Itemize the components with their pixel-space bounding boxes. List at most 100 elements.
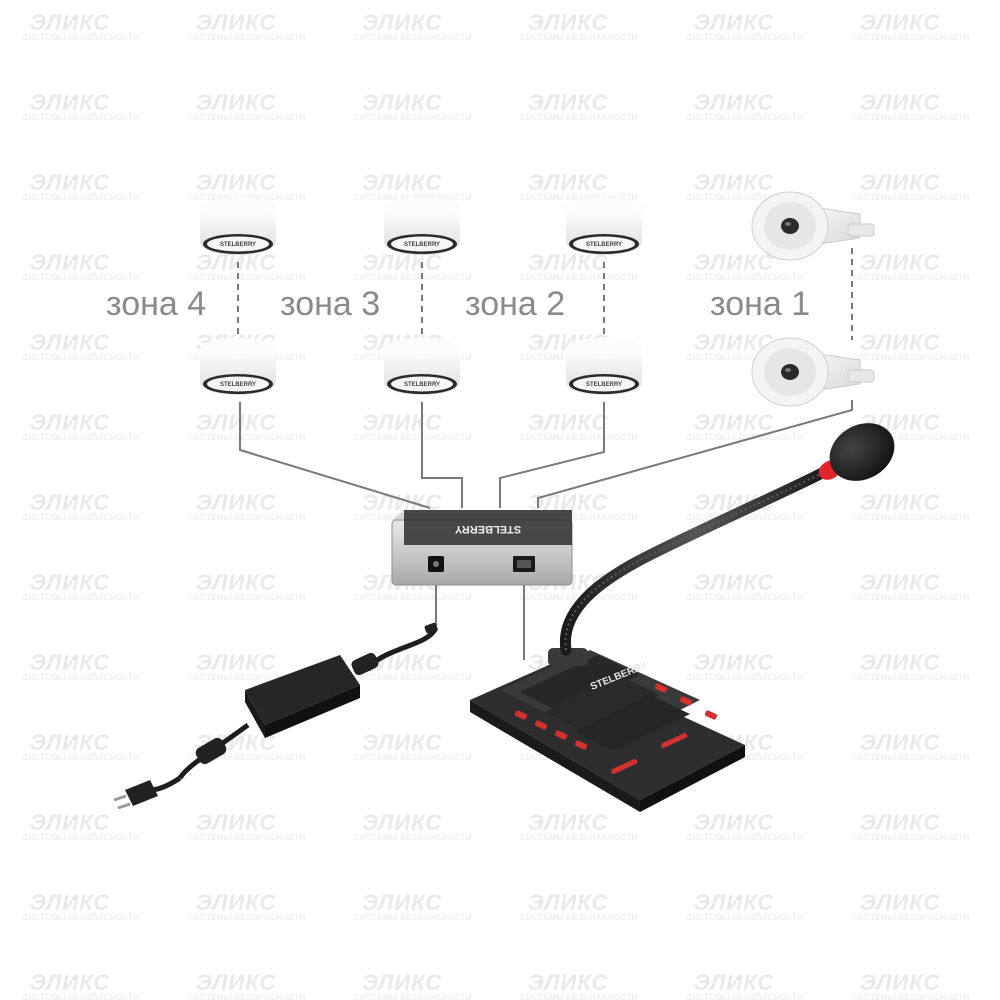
watermark-title: ЭЛИКС xyxy=(196,10,276,35)
watermark-title: ЭЛИКС xyxy=(30,810,110,835)
watermark-title: ЭЛИКС xyxy=(528,410,608,435)
watermark-subtitle: СИСТЕМЫ БЕЗОПАСНОСТИ xyxy=(22,433,140,442)
watermark-title: ЭЛИКС xyxy=(860,90,940,115)
watermark-subtitle: СИСТЕМЫ БЕЗОПАСНОСТИ xyxy=(22,193,140,202)
switch-box-brand: STELBERRY xyxy=(454,523,521,535)
watermark-subtitle: СИСТЕМЫ БЕЗОПАСНОСТИ xyxy=(188,513,306,522)
watermark-title: ЭЛИКС xyxy=(860,330,940,355)
watermark-subtitle: СИСТЕМЫ БЕЗОПАСНОСТИ xyxy=(188,593,306,602)
watermark-title: ЭЛИКС xyxy=(694,970,774,995)
watermark-subtitle: СИСТЕМЫ БЕЗОПАСНОСТИ xyxy=(188,273,306,282)
watermark-subtitle: СИСТЕМЫ БЕЗОПАСНОСТИ xyxy=(22,913,140,922)
watermark-subtitle: СИСТЕМЫ БЕЗОПАСНОСТИ xyxy=(22,593,140,602)
watermark-title: ЭЛИКС xyxy=(528,970,608,995)
watermark-subtitle: СИСТЕМЫ БЕЗОПАСНОСТИ xyxy=(188,753,306,762)
watermark-title: ЭЛИКС xyxy=(30,90,110,115)
watermark-title: ЭЛИКС xyxy=(196,170,276,195)
watermark-subtitle: СИСТЕМЫ БЕЗОПАСНОСТИ xyxy=(188,193,306,202)
connection-lines xyxy=(237,248,853,660)
microphone-console: STELBERRY xyxy=(470,423,895,812)
watermark-title: ЭЛИКС xyxy=(694,10,774,35)
watermark-title: ЭЛИКС xyxy=(694,890,774,915)
watermark-subtitle: СИСТЕМЫ БЕЗОПАСНОСТИ xyxy=(354,993,472,1000)
watermark-title: ЭЛИКС xyxy=(30,170,110,195)
watermark-title: ЭЛИКС xyxy=(196,810,276,835)
watermark-title: ЭЛИКС xyxy=(196,90,276,115)
svg-text:STELBERRY: STELBERRY xyxy=(220,242,256,248)
watermark-title: ЭЛИКС xyxy=(694,90,774,115)
watermark-subtitle: СИСТЕМЫ БЕЗОПАСНОСТИ xyxy=(852,993,970,1000)
watermark-subtitle: СИСТЕМЫ БЕЗОПАСНОСТИ xyxy=(852,113,970,122)
zone-label-2: зона 2 xyxy=(465,285,565,323)
watermark-title: ЭЛИКС xyxy=(694,810,774,835)
watermark-title: ЭЛИКС xyxy=(30,10,110,35)
watermark-subtitle: СИСТЕМЫ БЕЗОПАСНОСТИ xyxy=(686,113,804,122)
watermark-subtitle: СИСТЕМЫ БЕЗОПАСНОСТИ xyxy=(22,113,140,122)
svg-text:STELBERRY: STELBERRY xyxy=(220,382,256,388)
watermark-title: ЭЛИКС xyxy=(362,170,442,195)
watermark-subtitle: СИСТЕМЫ БЕЗОПАСНОСТИ xyxy=(188,913,306,922)
watermark-subtitle: СИСТЕМЫ БЕЗОПАСНОСТИ xyxy=(22,753,140,762)
watermark-title: ЭЛИКС xyxy=(694,650,774,675)
watermark-title: ЭЛИКС xyxy=(30,410,110,435)
watermark-subtitle: СИСТЕМЫ БЕЗОПАСНОСТИ xyxy=(852,513,970,522)
watermark-subtitle: СИСТЕМЫ БЕЗОПАСНОСТИ xyxy=(520,113,638,122)
watermark-subtitle: СИСТЕМЫ БЕЗОПАСНОСТИ xyxy=(354,913,472,922)
watermark-subtitle: СИСТЕМЫ БЕЗОПАСНОСТИ xyxy=(852,433,970,442)
watermark-title: ЭЛИКС xyxy=(860,570,940,595)
watermark-subtitle: СИСТЕМЫ БЕЗОПАСНОСТИ xyxy=(852,33,970,42)
watermark-title: ЭЛИКС xyxy=(362,90,442,115)
watermark-subtitle: СИСТЕМЫ БЕЗОПАСНОСТИ xyxy=(354,193,472,202)
watermark-subtitle: СИСТЕМЫ БЕЗОПАСНОСТИ xyxy=(188,993,306,1000)
ceiling-speaker-zone3-top: STELBERRY xyxy=(384,198,460,255)
watermark-title: ЭЛИКС xyxy=(362,970,442,995)
horn-speaker-zone1-top xyxy=(751,191,875,261)
watermark-title: ЭЛИКС xyxy=(860,170,940,195)
ceiling-speaker-zone2-top: STELBERRY xyxy=(566,198,642,255)
watermark-title: ЭЛИКС xyxy=(362,410,442,435)
watermark-title: ЭЛИКС xyxy=(860,490,940,515)
watermark-subtitle: СИСТЕМЫ БЕЗОПАСНОСТИ xyxy=(188,33,306,42)
watermark-subtitle: СИСТЕМЫ БЕЗОПАСНОСТИ xyxy=(686,753,804,762)
watermark-subtitle: СИСТЕМЫ БЕЗОПАСНОСТИ xyxy=(686,273,804,282)
svg-text:STELBERRY: STELBERRY xyxy=(404,242,440,248)
watermark-subtitle: СИСТЕМЫ БЕЗОПАСНОСТИ xyxy=(354,33,472,42)
watermark-title: ЭЛИКС xyxy=(30,490,110,515)
watermark-title: ЭЛИКС xyxy=(860,730,940,755)
svg-text:STELBERRY: STELBERRY xyxy=(404,382,440,388)
watermark-title: ЭЛИКС xyxy=(30,890,110,915)
watermark-title: ЭЛИКС xyxy=(362,730,442,755)
watermark-title: ЭЛИКС xyxy=(30,970,110,995)
watermark-title: ЭЛИКС xyxy=(30,650,110,675)
watermark-title: ЭЛИКС xyxy=(694,250,774,275)
watermark-subtitle: СИСТЕМЫ БЕЗОПАСНОСТИ xyxy=(22,33,140,42)
